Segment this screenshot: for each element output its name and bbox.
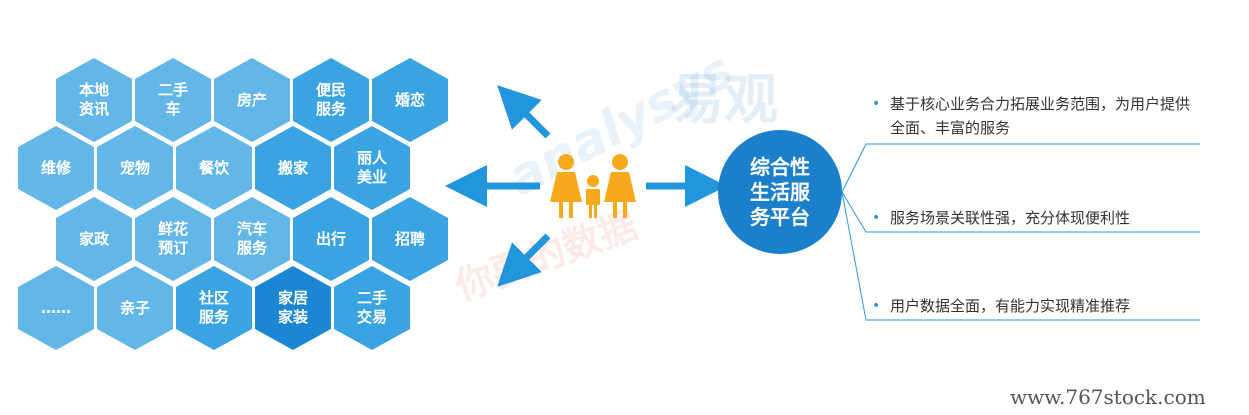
feature-item-3: • 用户数据全面，有能力实现精准推荐 xyxy=(872,294,1202,318)
arrow-up-left xyxy=(497,85,551,139)
center-platform-circle: 综合性 生活服 务平台 xyxy=(718,130,842,254)
hexagon-service-12: 鲜花 预订 xyxy=(135,197,211,281)
arrow-down-left xyxy=(497,233,551,287)
feature-item-2: • 服务场景关联性强，充分体现便利性 xyxy=(872,206,1202,230)
hexagon-service-17: 亲子 xyxy=(97,266,173,350)
feature-item-1: • 基于核心业务合力拓展业务范围，为用户提供全面、丰富的服务 xyxy=(872,92,1202,140)
feature-text: 用户数据全面，有能力实现精准推荐 xyxy=(890,297,1131,315)
family-icon xyxy=(550,154,636,218)
feature-text: 服务场景关联性强，充分体现便利性 xyxy=(890,209,1131,227)
feature-connector-lines xyxy=(841,143,1200,321)
bullet-dot-icon: • xyxy=(872,96,881,112)
bullet-dot-icon: • xyxy=(872,298,881,314)
hexagon-service-18: 社区 服务 xyxy=(176,266,252,350)
feature-text: 基于核心业务合力拓展业务范围，为用户提供全面、丰富的服务 xyxy=(890,95,1191,137)
hexagon-service-2: 二手 车 xyxy=(135,58,211,142)
bullet-dot-icon: • xyxy=(872,210,881,226)
hexagon-service-8: 餐饮 xyxy=(176,126,252,210)
